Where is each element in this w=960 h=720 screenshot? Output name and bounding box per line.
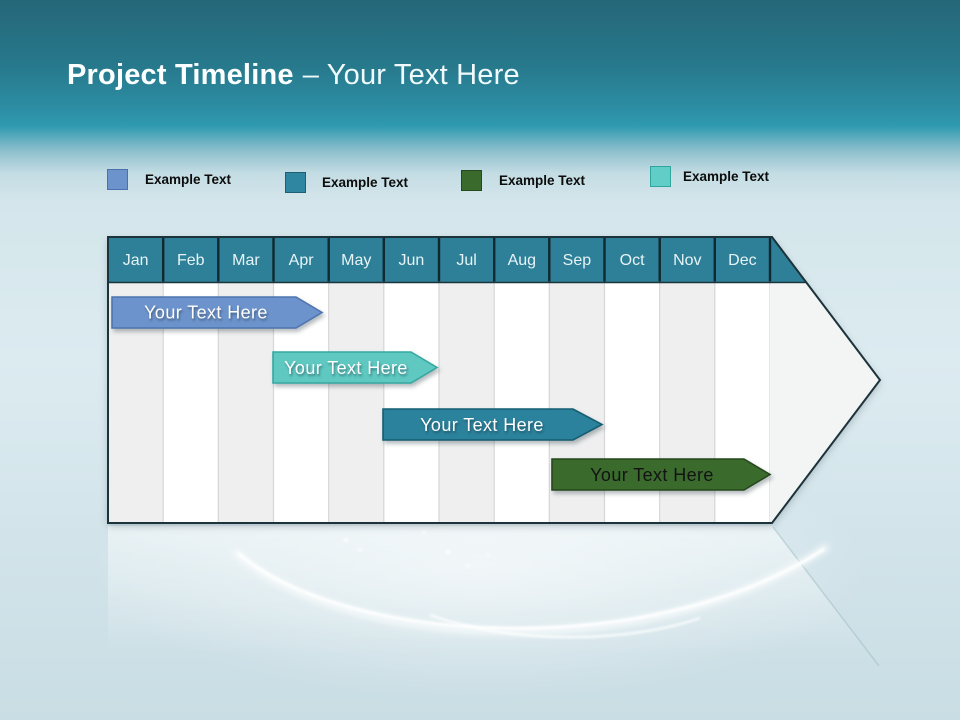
legend-label: Example Text	[145, 172, 232, 187]
month-label: Aug	[508, 252, 536, 269]
task-bar-4	[551, 458, 772, 491]
month-label: Oct	[620, 252, 645, 269]
month-label: Jun	[399, 252, 425, 269]
task-bar-3	[382, 408, 604, 441]
title-placeholder: – Your Text Here	[302, 59, 520, 91]
legend-label: Example Text	[499, 173, 586, 188]
task-bar-2	[272, 351, 439, 384]
legend-item: Example Text	[461, 170, 585, 191]
task-bar-3-label: Your Text Here	[420, 415, 544, 435]
gloss-arc-secondary	[429, 613, 701, 639]
month-label: Feb	[177, 252, 205, 269]
gloss-arc-highlight-core	[237, 547, 825, 630]
arrow-head-region	[770, 284, 880, 521]
month-label: Jul	[456, 252, 476, 269]
legend-label: Example Text	[683, 169, 770, 184]
task-bar-4-label: Your Text Here	[590, 465, 714, 485]
legend-swatch-blue-icon	[107, 169, 128, 190]
month-label: May	[341, 252, 371, 269]
task-bar-1-label: Your Text Here	[144, 303, 268, 323]
table-reflection-edge	[772, 526, 880, 667]
header-cell-dividers	[162, 238, 772, 282]
month-label: Sep	[563, 252, 592, 269]
table-reflection	[108, 526, 880, 720]
legend-label: Example Text	[322, 175, 409, 190]
legend-item: Example Text	[650, 166, 769, 187]
legend-swatch-green-icon	[461, 170, 482, 191]
legend-swatch-turquoise-icon	[650, 166, 671, 187]
column-divider-lines	[162, 283, 771, 522]
legend-item: Example Text	[285, 172, 408, 193]
task-bar-1	[111, 296, 324, 329]
title-bold: Project Timeline	[67, 59, 294, 91]
month-label: Nov	[673, 252, 701, 269]
timeline-arrow-outline	[107, 236, 882, 524]
month-label: Apr	[289, 252, 315, 269]
gloss-droplets	[343, 530, 490, 568]
month-label: Mar	[232, 252, 260, 269]
legend-item: Example Text	[107, 169, 231, 190]
month-label: Dec	[728, 252, 756, 269]
month-header-band	[108, 237, 806, 283]
month-label: Jan	[123, 252, 149, 269]
page-title: Project Timeline– Your Text Here	[67, 58, 520, 93]
task-bar-2-label: Your Text Here	[284, 358, 408, 378]
legend-swatch-teal-icon	[285, 172, 306, 193]
